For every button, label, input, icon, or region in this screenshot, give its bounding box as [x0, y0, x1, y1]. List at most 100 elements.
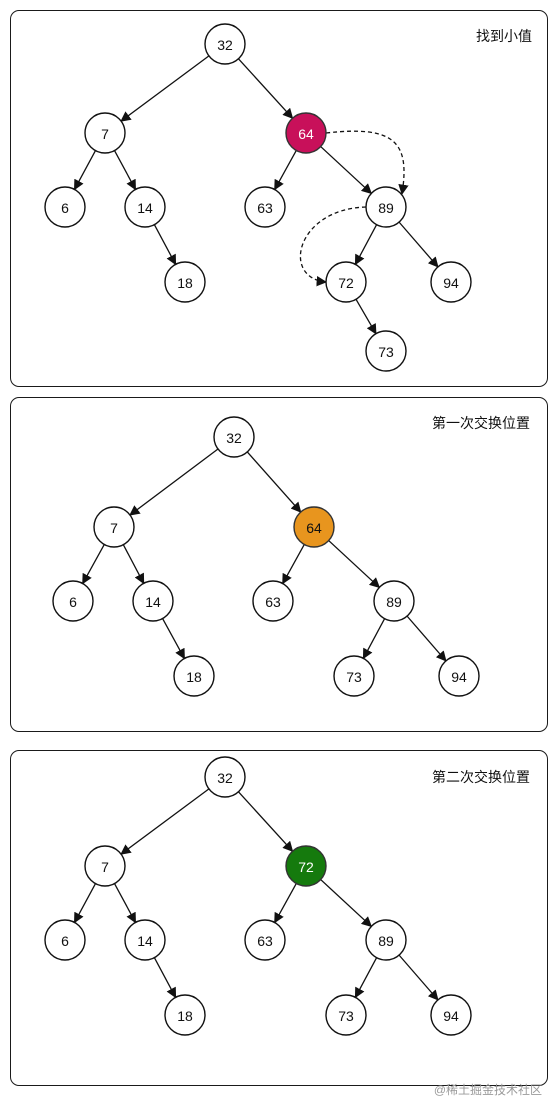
node-label-94: 94 — [443, 1008, 459, 1024]
node-label-72: 72 — [338, 275, 354, 291]
dashed-arrow-1 — [299, 206, 367, 287]
node-72 — [325, 261, 367, 303]
edge-7-to-6 — [73, 883, 97, 924]
edge-32-to-7 — [120, 788, 210, 855]
watermark: @稀土掘金技术社区 — [433, 1083, 542, 1097]
node-label-32: 32 — [226, 430, 242, 446]
edge-89-to-94 — [398, 221, 439, 268]
edge-64-to-63 — [274, 150, 297, 191]
node-18 — [164, 994, 206, 1036]
panel-title-find-min: 找到小值 — [476, 28, 532, 44]
edge-14-to-18 — [162, 618, 185, 660]
node-label-63: 63 — [257, 933, 273, 949]
node-label-14: 14 — [137, 933, 153, 949]
node-18 — [164, 261, 206, 303]
node-label-89: 89 — [386, 594, 402, 610]
node-label-73: 73 — [338, 1008, 354, 1024]
node-32 — [213, 416, 255, 458]
edge-14-to-18 — [153, 224, 177, 266]
node-89 — [365, 186, 407, 228]
node-32 — [204, 23, 246, 65]
node-label-72: 72 — [298, 859, 314, 875]
node-64 — [285, 112, 327, 154]
edge-7-to-14 — [113, 150, 137, 191]
edge-89-to-72 — [354, 224, 378, 266]
node-73 — [325, 994, 367, 1036]
node-label-7: 7 — [101, 859, 109, 875]
edge-32-to-7 — [129, 448, 219, 516]
edge-32-to-72 — [237, 791, 294, 852]
edge-64-to-89 — [320, 146, 373, 195]
edge-64-to-63 — [282, 544, 305, 585]
edge-7-to-14 — [113, 883, 137, 924]
node-label-32: 32 — [217, 37, 233, 53]
node-73 — [365, 330, 407, 372]
node-89 — [365, 919, 407, 961]
node-label-32: 32 — [217, 770, 233, 786]
dashed-arrow-0 — [325, 130, 409, 196]
edge-7-to-6 — [73, 150, 97, 191]
node-6 — [44, 186, 86, 228]
edge-89-to-94 — [398, 954, 439, 1001]
node-7 — [84, 112, 126, 154]
node-label-14: 14 — [145, 594, 161, 610]
edge-89-to-73 — [354, 957, 378, 999]
edge-72-to-73 — [355, 298, 377, 335]
tree-panel-second-swap: 32 7 72 6 14 63 89 18 73 94 — [44, 756, 472, 1036]
node-94 — [438, 655, 480, 697]
node-label-63: 63 — [265, 594, 281, 610]
node-6 — [52, 580, 94, 622]
node-63 — [244, 919, 286, 961]
node-63 — [252, 580, 294, 622]
node-label-89: 89 — [378, 200, 394, 216]
edge-32-to-7 — [120, 55, 210, 122]
node-label-6: 6 — [61, 200, 69, 216]
node-94 — [430, 261, 472, 303]
node-32 — [204, 756, 246, 798]
node-14 — [132, 580, 174, 622]
node-label-64: 64 — [298, 126, 314, 142]
tree-panel-first-swap: 32 7 64 6 14 63 89 18 73 94 — [52, 416, 480, 697]
node-label-64: 64 — [306, 520, 322, 536]
edge-32-to-64 — [246, 451, 302, 513]
node-label-14: 14 — [137, 200, 153, 216]
node-label-73: 73 — [346, 669, 362, 685]
edge-14-to-18 — [153, 957, 177, 999]
node-label-6: 6 — [69, 594, 77, 610]
edge-72-to-89 — [320, 879, 373, 928]
node-label-18: 18 — [177, 1008, 193, 1024]
tree-panel-find-min: 32 7 64 6 14 63 89 18 72 94 73 — [44, 23, 472, 372]
node-14 — [124, 186, 166, 228]
node-72 — [285, 845, 327, 887]
panel-title-second-swap: 第二次交换位置 — [432, 769, 530, 785]
node-label-7: 7 — [110, 520, 118, 536]
node-18 — [173, 655, 215, 697]
edge-7-to-14 — [122, 544, 145, 585]
edge-89-to-94 — [406, 615, 447, 662]
edge-89-to-73 — [362, 618, 386, 660]
edge-72-to-63 — [274, 883, 297, 924]
node-7 — [84, 845, 126, 887]
node-label-94: 94 — [451, 669, 467, 685]
node-89 — [373, 580, 415, 622]
edge-7-to-6 — [82, 544, 105, 585]
edge-64-to-89 — [328, 540, 381, 589]
panel-title-first-swap: 第一次交换位置 — [432, 415, 530, 431]
node-label-18: 18 — [186, 669, 202, 685]
node-label-89: 89 — [378, 933, 394, 949]
node-label-94: 94 — [443, 275, 459, 291]
node-73 — [333, 655, 375, 697]
node-63 — [244, 186, 286, 228]
edge-32-to-64 — [237, 58, 294, 119]
node-label-6: 6 — [61, 933, 69, 949]
node-94 — [430, 994, 472, 1036]
node-14 — [124, 919, 166, 961]
node-label-7: 7 — [101, 126, 109, 142]
node-6 — [44, 919, 86, 961]
node-label-73: 73 — [378, 344, 394, 360]
node-64 — [293, 506, 335, 548]
node-label-63: 63 — [257, 200, 273, 216]
node-label-18: 18 — [177, 275, 193, 291]
node-7 — [93, 506, 135, 548]
